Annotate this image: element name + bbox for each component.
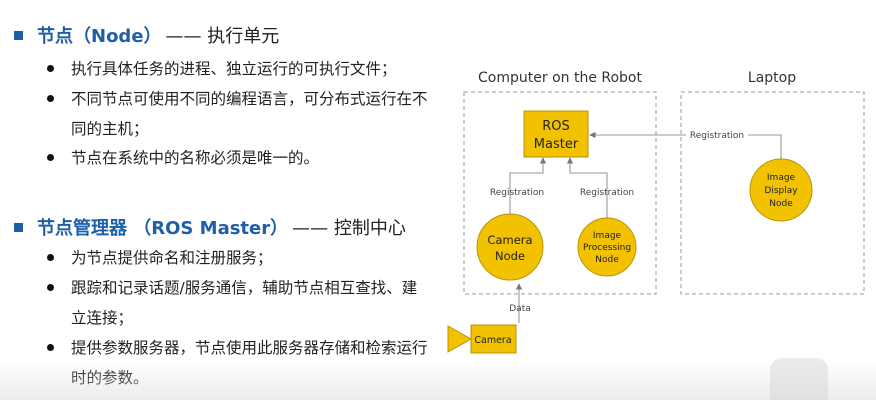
square-bullet-icon xyxy=(14,222,23,232)
ros-master-node xyxy=(523,110,589,158)
bottom-shadow-overlay xyxy=(0,360,876,400)
ros-architecture-diagram: Computer on the Robot Laptop ROS Master … xyxy=(440,60,876,360)
section-heading-ros-master: 节点管理器 （ROS Master） —— 控制中心 xyxy=(14,214,406,240)
data-label: Data xyxy=(509,304,531,314)
video-watermark-icon xyxy=(770,358,828,400)
heading-keyword: 节点管理器 （ROS Master） xyxy=(37,218,289,239)
registration-label-camera: Registration xyxy=(490,188,544,198)
bullet-text: 为节点提供命名和注册服务； xyxy=(71,249,273,267)
list-item: 不同节点可使用不同的编程语言，可分布式运行在不同的主机； xyxy=(47,84,432,144)
robot-computer-label: Computer on the Robot xyxy=(478,70,642,86)
square-bullet-icon xyxy=(14,30,23,40)
bullet-text: 跟踪和记录话题/服务通信，辅助节点相互查找、建立连接； xyxy=(71,279,418,327)
bullet-text: 不同节点可使用不同的编程语言，可分布式运行在不同的主机； xyxy=(71,90,428,138)
laptop-box xyxy=(680,91,865,295)
registration-arrow-display xyxy=(589,131,782,159)
list-item: 为节点提供命名和注册服务； xyxy=(47,243,432,273)
registration-label-display: Registration xyxy=(690,131,744,141)
bullet-dot-icon xyxy=(47,154,54,161)
bullet-text: 执行具体任务的进程、独立运行的可执行文件； xyxy=(71,60,397,78)
registration-arrow-processing xyxy=(566,157,608,218)
bullet-dot-icon xyxy=(47,344,54,351)
list-item: 节点在系统中的名称必须是唯一的。 xyxy=(47,143,432,173)
image-processing-label-line1: Image xyxy=(593,231,622,241)
section-heading-node: 节点（Node） —— 执行单元 xyxy=(14,22,279,48)
image-display-label-line3: Node xyxy=(769,199,793,209)
camera-node-label-line2: Node xyxy=(495,249,525,263)
camera-device-label: Camera xyxy=(474,335,511,346)
ros-master-label-line1: ROS xyxy=(542,119,570,134)
image-processing-label-line3: Node xyxy=(595,255,619,265)
registration-label-processing: Registration xyxy=(580,188,634,198)
heading-rest: —— 控制中心 xyxy=(292,218,406,239)
bullet-dot-icon xyxy=(47,95,54,102)
registration-label-display-bg xyxy=(686,129,748,141)
robot-computer-box xyxy=(463,91,657,295)
ros-master-label-line2: Master xyxy=(534,137,579,152)
bullet-dot-icon xyxy=(47,284,54,291)
heading-rest: —— 执行单元 xyxy=(165,26,280,47)
bullet-dot-icon xyxy=(47,254,54,261)
registration-arrow-camera xyxy=(509,157,547,214)
heading-keyword: 节点（Node） xyxy=(37,26,162,47)
bullet-dot-icon xyxy=(47,65,54,72)
camera-node xyxy=(476,213,544,281)
camera-device xyxy=(470,324,517,354)
image-processing-label-line2: Processing xyxy=(583,243,631,253)
image-display-label-line1: Image xyxy=(767,173,796,183)
camera-lens-icon xyxy=(447,325,473,353)
bullet-text: 节点在系统中的名称必须是唯一的。 xyxy=(71,149,320,167)
list-item: 跟踪和记录话题/服务通信，辅助节点相互查找、建立连接； xyxy=(47,273,432,333)
laptop-label: Laptop xyxy=(748,70,796,86)
camera-node-label-line1: Camera xyxy=(487,233,532,247)
image-display-label-line2: Display xyxy=(764,186,798,196)
list-item: 执行具体任务的进程、独立运行的可执行文件； xyxy=(47,54,432,84)
